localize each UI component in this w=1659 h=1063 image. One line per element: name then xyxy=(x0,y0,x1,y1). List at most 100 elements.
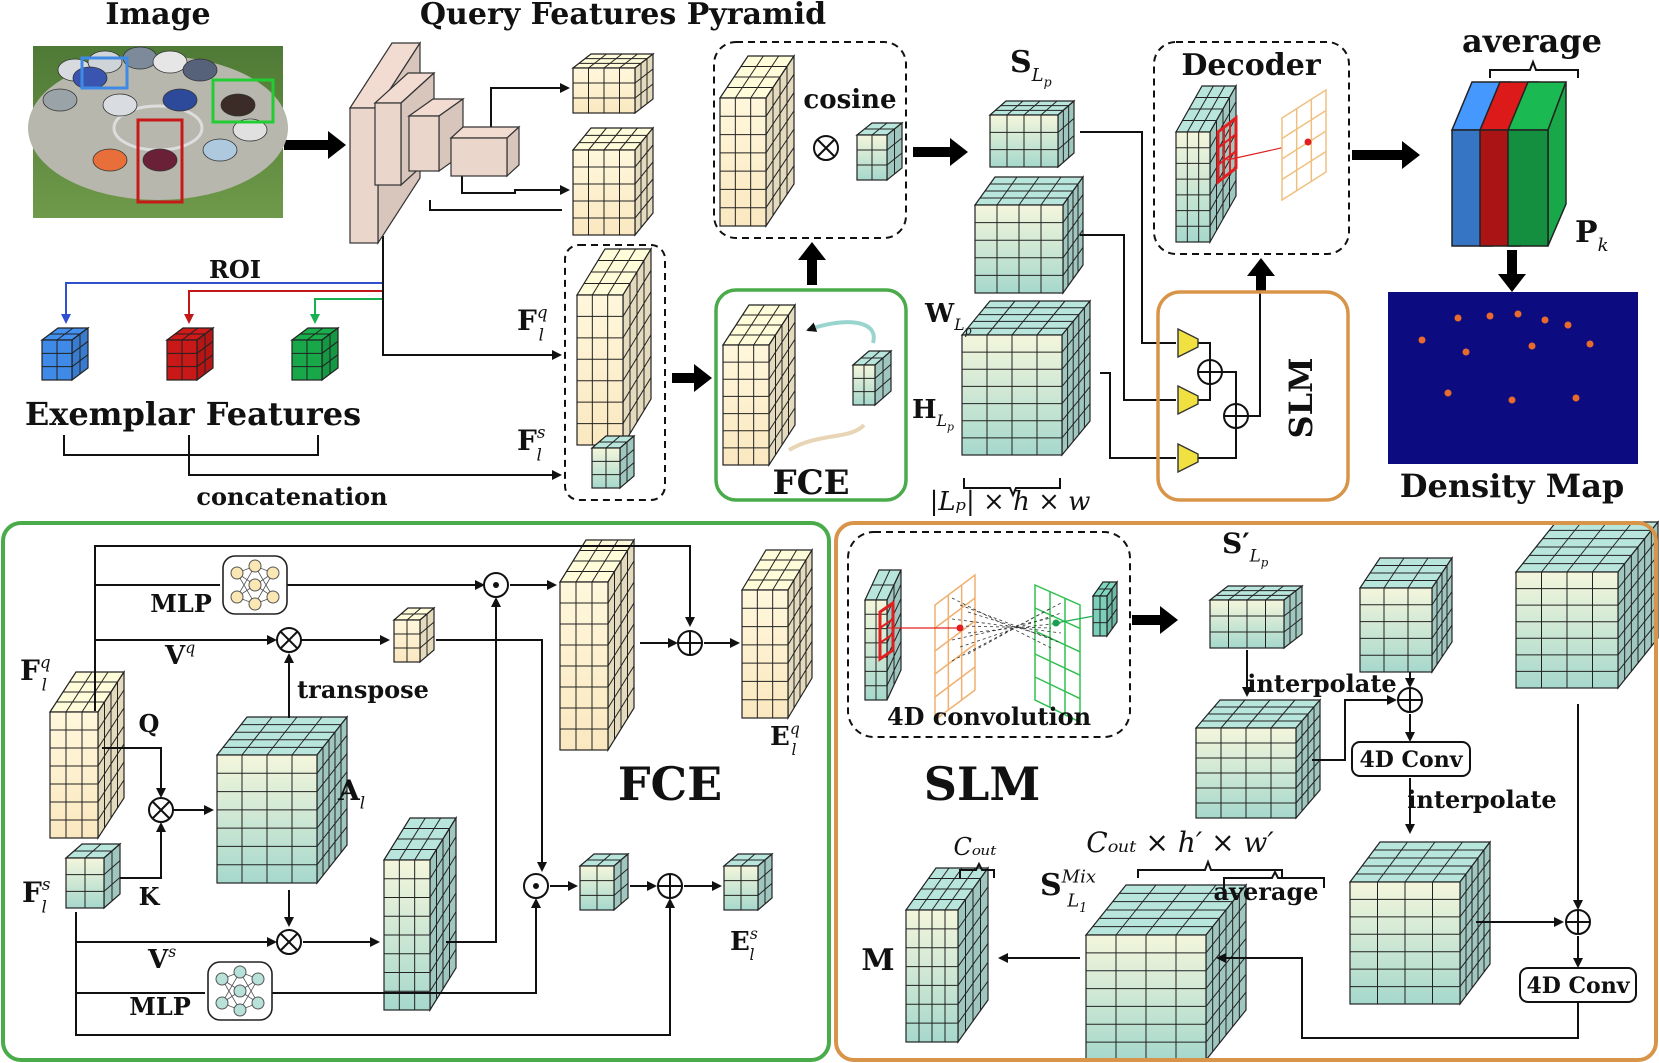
slm-w5 xyxy=(1198,384,1211,401)
fce-vs-line xyxy=(75,912,277,947)
density-dot-11 xyxy=(1572,394,1580,402)
pyramid-title: Query Features Pyramid xyxy=(420,0,826,32)
arrow-to-fce xyxy=(672,364,712,392)
slm-w6 xyxy=(1222,371,1237,404)
cosine-box xyxy=(713,41,907,239)
fce-mlp-bot-out xyxy=(272,898,541,994)
car-13 xyxy=(72,66,108,90)
fce-vs-mult xyxy=(276,929,302,955)
slm-w1 xyxy=(1080,131,1176,344)
exemplar-title: Exemplar Features xyxy=(25,395,361,433)
density-dot-1 xyxy=(1486,312,1494,320)
slm-m xyxy=(904,866,990,1044)
w-lp-label: WLp xyxy=(924,299,972,337)
feature-tensors xyxy=(40,52,1659,1062)
density-dot-9 xyxy=(1444,389,1452,397)
slm-w8 xyxy=(1248,290,1261,417)
fce-top-box xyxy=(714,288,908,502)
fq-feature xyxy=(575,246,653,448)
s-prime-label: S′Lp xyxy=(1222,527,1269,569)
concat-bracket xyxy=(63,435,319,456)
exemplar-green xyxy=(290,326,340,382)
fce-qk-mult xyxy=(148,797,174,823)
slm-top-label: SLM xyxy=(1282,357,1320,438)
arrow-slm-to-decoder xyxy=(1247,258,1275,292)
backbone xyxy=(348,40,521,246)
backbone-slab-0 xyxy=(349,107,379,244)
mlp2-label: MLP xyxy=(129,992,191,1021)
slm-conv2-to-smix xyxy=(1216,953,1579,1039)
density-dot-6 xyxy=(1462,348,1470,356)
fce-vq-to-hadamard xyxy=(436,597,501,641)
roi-box-green xyxy=(211,78,275,124)
decoder-feature-front xyxy=(1175,131,1211,243)
fce-vs-out-up xyxy=(446,640,497,943)
fce-top-feature xyxy=(721,302,797,468)
fce-top-add xyxy=(677,630,703,656)
fce-fq-front xyxy=(49,711,99,839)
average-top-label: average xyxy=(1462,22,1602,60)
density-dot-5 xyxy=(1418,336,1426,344)
cout-hw-label: Cₒᵤₜ × h′ × w′ xyxy=(1086,826,1274,859)
backbone-to-fq xyxy=(382,236,562,360)
slm-w2 xyxy=(1080,234,1176,401)
k-label: K xyxy=(139,882,161,911)
fce-top-small xyxy=(851,349,893,407)
fce-fq xyxy=(48,669,126,841)
car-6 xyxy=(102,93,138,117)
slm-top-add-1 xyxy=(1197,359,1223,385)
conv4d-red-window xyxy=(878,600,895,662)
diagram-shapes: 4D Conv 4D Conv xyxy=(1,40,1658,1062)
average-brace xyxy=(1223,869,1325,888)
fce-vq-out xyxy=(392,606,436,664)
car-5 xyxy=(42,88,78,112)
arrow-pyr-1 xyxy=(490,83,570,142)
interp2-label: interpolate xyxy=(1407,785,1556,814)
decoder-red-window xyxy=(1216,114,1238,186)
fce-top-feature-front xyxy=(722,344,770,466)
conv4d-red xyxy=(864,569,902,701)
fce-top-bypass xyxy=(94,545,695,627)
fce-bot-hadamard xyxy=(523,873,549,899)
cosine-exemplar xyxy=(855,121,904,182)
arrow-pyr-2 xyxy=(461,175,570,195)
concat-label: concatenation xyxy=(196,482,387,511)
fce-fs xyxy=(64,842,122,910)
slm-to-add-1 xyxy=(1312,695,1397,761)
fce-cycle-arrow-1 xyxy=(806,320,876,344)
fce-mlp-bot-in xyxy=(75,942,205,994)
average-bot-label: average xyxy=(1213,877,1318,906)
slm-big-label: SLM xyxy=(924,757,1040,811)
conv4d-label: 4D convolution xyxy=(887,702,1091,731)
slm-top-box xyxy=(1156,290,1350,502)
car-3 xyxy=(152,50,188,74)
density-dot-7 xyxy=(1528,342,1536,350)
slm-interp-2-out xyxy=(1348,840,1492,1006)
density-dot-3 xyxy=(1541,316,1549,324)
slm-conv-1-label: 4D Conv xyxy=(1359,747,1463,773)
h-lp-label: HLp xyxy=(912,395,954,433)
fce-al xyxy=(215,715,349,885)
fce-mlp-bot xyxy=(207,961,273,1021)
decoder-label: Decoder xyxy=(1181,48,1321,83)
car-10 xyxy=(142,148,178,172)
slm-interp-1-out xyxy=(1194,698,1322,820)
density-label: Density Map xyxy=(1400,467,1625,505)
size-label: |Lₚ| × h × w xyxy=(930,487,1091,517)
fs-feature xyxy=(590,434,636,490)
roi-label: ROI xyxy=(209,255,261,284)
slm-conv-2: 4D Conv xyxy=(1519,967,1637,1003)
fce-k-line xyxy=(120,822,166,879)
size-brace xyxy=(963,478,1061,498)
arrow-image-to-backbone xyxy=(284,131,346,159)
mlp1-label: MLP xyxy=(150,589,212,618)
slm-top-right-2 xyxy=(1514,520,1659,690)
fce-vq-to-bottom xyxy=(436,639,547,872)
fce-vs-label: Vs xyxy=(147,943,176,975)
density-dot-2 xyxy=(1514,310,1522,318)
average-top-brace xyxy=(1489,59,1579,78)
